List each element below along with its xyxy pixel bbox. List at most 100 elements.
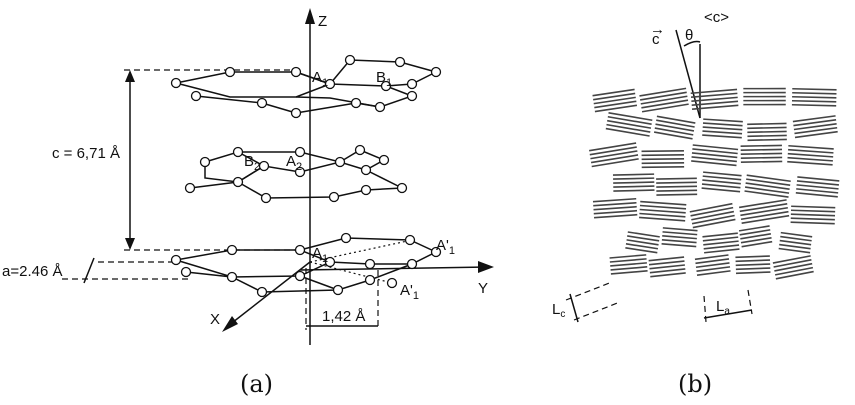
graphene-sheet <box>662 235 697 240</box>
graphene-sheet <box>772 255 811 264</box>
atom <box>350 97 362 109</box>
top-bond-1 <box>195 95 263 104</box>
graphene-sheet <box>796 188 839 194</box>
graphene-sheet <box>656 119 695 128</box>
atom <box>199 156 211 168</box>
graphene-sheet <box>593 201 637 207</box>
atom <box>332 284 344 296</box>
theta-arc <box>683 40 701 47</box>
graphene-sheet <box>744 186 790 194</box>
graphene-sheet <box>702 134 742 139</box>
graphene-sheet <box>661 239 697 244</box>
y-axis-label: Y <box>478 280 488 297</box>
atom <box>170 77 182 89</box>
graphene-sheet <box>608 111 653 122</box>
graphene-sheet <box>740 160 783 163</box>
graphene-sheet <box>702 236 739 242</box>
graphene-sheet <box>747 138 787 142</box>
graphene-sheet <box>610 270 648 275</box>
panel-b-turbostratic-structure: c → <c> θ Lc La (b) <box>552 9 840 398</box>
graphene-sheet <box>691 160 737 167</box>
graphene-sheet <box>735 271 771 275</box>
graphene-sheet <box>626 239 659 246</box>
caption-a: (a) <box>240 370 273 398</box>
graphene-sheet <box>797 176 840 182</box>
label-A2: A2 <box>286 153 302 173</box>
atom <box>344 54 356 66</box>
graphene-sheet <box>791 99 837 103</box>
graphene-sheet <box>744 190 789 198</box>
crystallite-stack <box>747 122 787 142</box>
graphene-sheet <box>739 203 788 213</box>
graphene-sheet <box>792 91 837 95</box>
graphene-sheet <box>640 95 688 105</box>
graphene-sheet <box>740 148 783 151</box>
bot-bonds-front <box>185 263 413 293</box>
graphene-sheet <box>691 214 735 225</box>
atom <box>354 144 366 156</box>
crystallite-stack <box>639 200 687 222</box>
graphene-sheet <box>691 96 738 103</box>
crystallite-stack <box>694 254 731 276</box>
graphene-sheet <box>592 88 635 97</box>
y-axis <box>299 266 489 271</box>
graphene-sheet <box>590 154 639 164</box>
c-dim-arrow-top <box>125 70 135 82</box>
c-dim-arrow-bottom <box>125 238 135 250</box>
graphene-sheet <box>735 267 771 271</box>
graphene-sheet <box>791 205 836 209</box>
mid-bonds-2 <box>237 169 405 199</box>
graphene-sheet <box>589 146 637 156</box>
graphene-sheet <box>691 210 735 221</box>
crystallite-stack <box>702 232 740 254</box>
graphene-sheet <box>593 96 636 105</box>
crystallite-stack <box>639 87 689 113</box>
graphene-sheet <box>690 206 734 217</box>
crystallite-field <box>589 87 840 280</box>
atom <box>328 191 340 203</box>
graphene-sheet <box>701 187 741 193</box>
atom <box>396 182 408 194</box>
graphene-sheet <box>613 185 655 188</box>
atom <box>430 246 442 258</box>
graphene-sheet <box>780 231 813 238</box>
y-axis-arrow <box>478 261 494 273</box>
la-label: La <box>716 298 730 317</box>
graphene-sheet <box>625 247 658 254</box>
atom <box>406 258 418 270</box>
atom <box>334 156 346 168</box>
crystallite-stack <box>689 202 736 229</box>
graphene-sheet <box>747 122 787 126</box>
graphene-sheet <box>610 262 647 267</box>
crystallite-stack <box>778 231 813 254</box>
graphene-sheet <box>607 119 652 129</box>
graphene-sheet <box>787 160 833 166</box>
crystallite-stack <box>592 197 638 219</box>
graphene-sheet <box>662 227 698 232</box>
atom <box>324 78 336 90</box>
atom <box>406 78 418 90</box>
atom <box>170 254 182 266</box>
graphene-sheet <box>740 144 782 147</box>
graphene-sheet <box>692 144 739 151</box>
graphene-sheet <box>739 199 787 209</box>
graphene-sheet <box>589 142 637 152</box>
top-bond-2 <box>261 102 297 114</box>
graphene-sheet <box>654 127 694 136</box>
bond-dim-label: 1,42 Å <box>322 308 365 325</box>
graphene-sheet <box>740 206 788 217</box>
lc-dash-top <box>565 281 613 301</box>
graphene-sheet <box>779 243 811 250</box>
graphene-sheet <box>773 258 812 268</box>
graphene-sheet <box>606 123 651 133</box>
graphene-sheet <box>704 248 740 254</box>
atom <box>340 232 352 244</box>
atom <box>224 66 236 78</box>
graphene-sheet <box>703 171 742 177</box>
graphene-sheet <box>613 189 655 192</box>
c-vector-arrow-glyph: → <box>650 21 665 38</box>
crystallite-stack <box>612 173 655 192</box>
graphene-sheet <box>653 131 693 140</box>
graphene-sheet <box>703 244 740 250</box>
